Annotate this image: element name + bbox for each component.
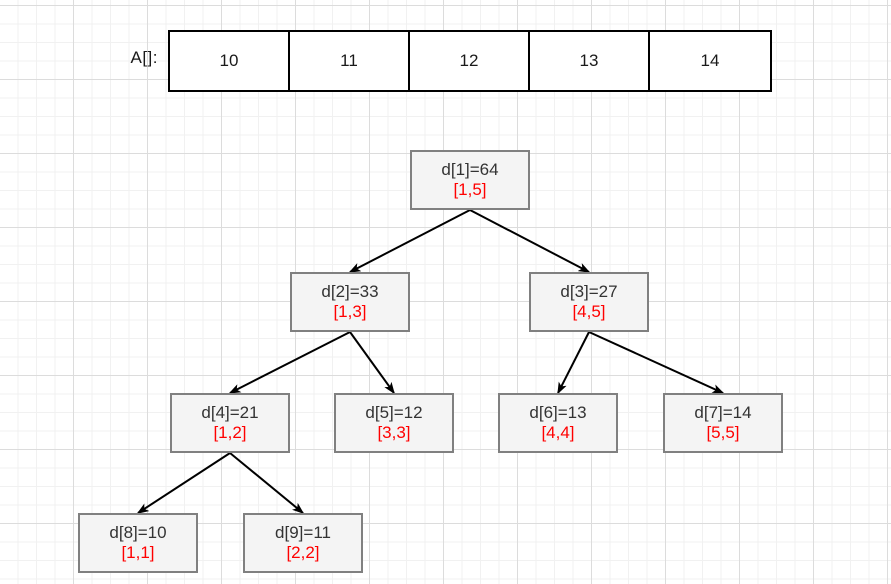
node-value: d[5]=12 — [365, 403, 423, 423]
array-cell: 11 — [290, 32, 410, 90]
tree-edge-d4-d8 — [136, 452, 231, 514]
tree-node-d3: d[3]=27[4,5] — [529, 272, 649, 332]
tree-node-d5: d[5]=12[3,3] — [334, 393, 454, 453]
tree-edge-d2-d4 — [228, 331, 351, 394]
array-cell: 12 — [410, 32, 530, 90]
node-value: d[3]=27 — [560, 282, 618, 302]
tree-edge-d2-d5 — [349, 331, 395, 395]
node-range: [4,4] — [541, 423, 575, 442]
tree-node-d4: d[4]=21[1,2] — [170, 393, 290, 453]
node-value: d[7]=14 — [694, 403, 752, 423]
tree-node-d2: d[2]=33[1,3] — [290, 272, 410, 332]
node-value: d[6]=13 — [529, 403, 587, 423]
node-range: [1,1] — [121, 543, 155, 562]
tree-node-d8: d[8]=10[1,1] — [78, 513, 198, 573]
tree-edge-d1-d2 — [348, 209, 471, 273]
tree-edge-d4-d9 — [229, 452, 305, 514]
tree-node-d1: d[1]=64[1,5] — [410, 150, 530, 210]
tree-node-d9: d[9]=11[2,2] — [243, 513, 363, 573]
array-label: A[]: — [130, 48, 158, 67]
node-range: [2,2] — [286, 543, 320, 562]
node-range: [1,3] — [333, 302, 367, 321]
node-range: [1,5] — [453, 180, 487, 199]
tree-edge-d3-d7 — [588, 331, 725, 394]
array-cell: 13 — [530, 32, 650, 90]
node-value: d[4]=21 — [201, 403, 259, 423]
node-value: d[1]=64 — [441, 160, 499, 180]
node-range: [4,5] — [572, 302, 606, 321]
node-value: d[8]=10 — [109, 523, 167, 543]
tree-edge-d3-d6 — [557, 331, 590, 395]
node-range: [3,3] — [377, 423, 411, 442]
node-value: d[2]=33 — [321, 282, 379, 302]
node-range: [1,2] — [213, 423, 247, 442]
array-cell: 10 — [170, 32, 290, 90]
tree-node-d6: d[6]=13[4,4] — [498, 393, 618, 453]
node-range: [5,5] — [706, 423, 740, 442]
node-value: d[9]=11 — [275, 523, 331, 543]
tree-node-d7: d[7]=14[5,5] — [663, 393, 783, 453]
tree-edge-d1-d3 — [469, 209, 591, 273]
array-cell: 14 — [650, 32, 770, 90]
